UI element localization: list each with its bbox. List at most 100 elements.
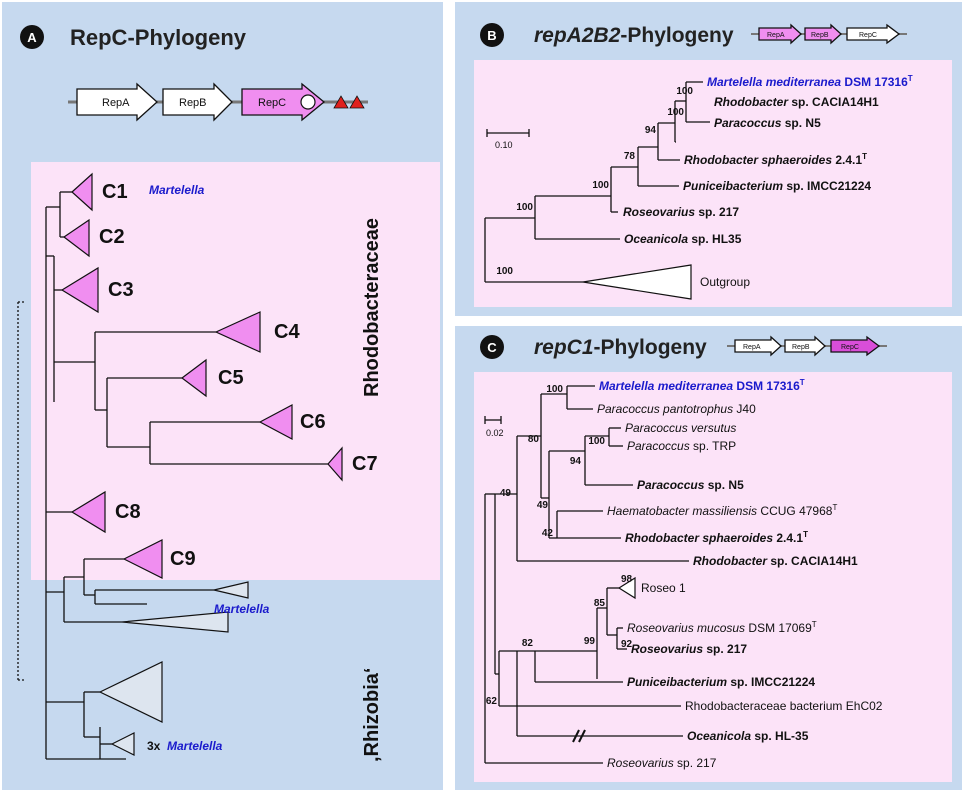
scale-bar: 0.10 [486,129,530,150]
gene-diagram: RepA RepB RepC [751,23,907,45]
martelella-3x-prefix: 3x [147,739,161,753]
bootstrap-100-e: 100 [496,266,513,277]
bootstrap-100-a: 100 [546,384,563,395]
tree-branches [484,81,710,283]
martelella-label-3x: Martelella [167,739,223,753]
clade-c5 [181,358,207,398]
taxon-roseovarius-217: Roseovarius sp. 217 [607,756,717,770]
repc-phylogeny-tree: A RepC-Phylogeny RepA RepB RepC [17,25,440,762]
bootstrap-98: 98 [621,574,633,585]
triangle-marker-1 [333,95,349,109]
panel-a: A RepC-Phylogeny RepA RepB RepC [2,2,443,790]
bootstrap-94: 94 [570,456,582,467]
panel-letter: A [27,30,37,45]
rhizobia-clade-2 [121,611,229,633]
panel-letter-circle [20,25,44,49]
gene-label-repc: RepC [258,97,286,109]
gene-diagram: RepA RepB RepC [68,82,368,122]
panel-letter: C [487,340,497,355]
taxon-puniceibacterium: Puniceibacterium sp. IMCC21224 [683,179,871,193]
clade-label-c4: C4 [274,321,300,343]
clade-c3 [60,266,99,314]
clade-label-c7: C7 [352,453,378,475]
repb-gene-arrow [804,23,842,45]
repb-gene-arrow [784,335,826,357]
panel-title-italic: repA2B2 [534,24,621,47]
panel-c: C repC1-Phylogeny RepA RepB RepC 0.02 [455,326,962,790]
taxon-martelella: Martelella mediterranea DSM 17316T [599,378,805,393]
panel-title: repA2B2-Phylogeny [534,24,734,47]
taxon-paracoccus-n5: Paracoccus sp. N5 [637,478,744,492]
taxon-rhodobacter-sphaeroides: Rhodobacter sphaeroides 2.4.1T [684,152,867,167]
taxon-martelella: Martelella mediterranea DSM 17316T [707,74,913,89]
panel-b: B repA2B2-Phylogeny RepA RepB RepC 0.10 [455,2,962,316]
panel-title: RepC-Phylogeny [70,25,247,50]
taxon-oceanicola: Oceanicola sp. HL35 [624,232,742,246]
bootstrap-99: 99 [584,636,596,647]
repa-gene-arrow [76,82,158,122]
bootstrap-100-b: 100 [588,436,605,447]
gene-label-repb: RepB [792,344,810,351]
clade-label-c6: C6 [300,411,326,433]
rhizobia-clade-4 [110,732,135,756]
gene-diagram: RepA RepB RepC [727,335,887,357]
bootstrap-94: 94 [645,125,657,136]
taxon-rhodobacter-sphaeroides: Rhodobacter sphaeroides 2.4.1T [625,530,808,545]
bootstrap-82: 82 [522,638,534,649]
taxon-puniceibacterium: Puniceibacterium sp. IMCC21224 [627,675,815,689]
tree-branches [484,385,689,764]
taxon-rhodobacter-cacia: Rhodobacter sp. CACIA14H1 [693,554,858,568]
repc1-phylogeny-tree: C repC1-Phylogeny RepA RepB RepC 0.02 [474,335,952,782]
taxon-roseovarius-mucosus: Roseovarius mucosus DSM 17069T [627,620,817,635]
gene-label-repa: RepA [767,32,785,39]
bootstrap-78: 78 [624,151,636,162]
bootstrap-100-c: 100 [592,180,609,191]
repa2b2-phylogeny-tree: B repA2B2-Phylogeny RepA RepB RepC 0.10 [474,23,952,307]
bootstrap-100-d: 100 [516,202,533,213]
taxon-roseo1: Roseo 1 [641,581,686,595]
clade-c2 [62,218,90,258]
panel-title-rest: -Phylogeny [620,24,734,47]
clade-label-c2: C2 [99,226,125,248]
repc-gene-arrow [830,335,881,357]
clade-label-c8: C8 [115,501,141,523]
bootstrap-42: 42 [542,528,554,539]
taxon-roseovarius-217-bold: Roseovarius sp. 217 [631,642,747,656]
gene-label-repb: RepB [179,97,207,109]
scale-bar: 0.02 [484,416,504,438]
triangle-marker-2 [349,95,365,109]
gene-label-repa: RepA [102,97,130,109]
repa-gene-arrow [758,23,802,45]
gene-label-repc: RepC [859,32,877,39]
taxon-outgroup: Outgroup [700,275,750,289]
repb-gene-arrow [162,82,233,122]
taxon-paracoccus-versutus: Paracoccus versutus [625,421,736,435]
clade-label-c5: C5 [218,367,244,389]
bootstrap-100-b: 100 [667,107,684,118]
taxon-paracoccus-pantotrophus: Paracoccus pantotrophus J40 [597,402,756,416]
clade-label-c3: C3 [108,279,134,301]
panel-title-italic: repC1 [534,336,594,359]
tree-branches [17,191,328,760]
bootstrap-49-a: 49 [500,488,512,499]
bootstrap-92: 92 [621,639,633,650]
scale-label: 0.10 [495,140,513,150]
panel-b-background [474,60,952,307]
repc-gene-arrow [846,23,901,45]
panel-c-background [474,372,952,782]
gene-label-repc: RepC [841,344,859,351]
bootstrap-49-b: 49 [537,500,549,511]
clade-label-c9: C9 [170,548,196,570]
taxon-paracoccus-trp: Paracoccus sp. TRP [627,439,736,453]
taxon-roseovarius: Roseovarius sp. 217 [623,205,739,219]
repc-gene-arrow [241,82,326,122]
taxon-rhodobacteraceae-ehc02: Rhodobacteraceae bacterium EhC02 [685,699,883,713]
panel-title: repC1-Phylogeny [534,336,707,359]
clade-c4 [214,311,261,353]
rhodobacteraceae-label: Rhodobacteraceae [361,218,383,397]
panel-letter: B [487,28,496,43]
clade-c1 [71,172,93,212]
clade-c6 [258,404,293,440]
taxon-rhodobacter-cacia: Rhodobacter sp. CACIA14H1 [714,95,879,109]
panel-title-rest: -Phylogeny [594,336,708,359]
